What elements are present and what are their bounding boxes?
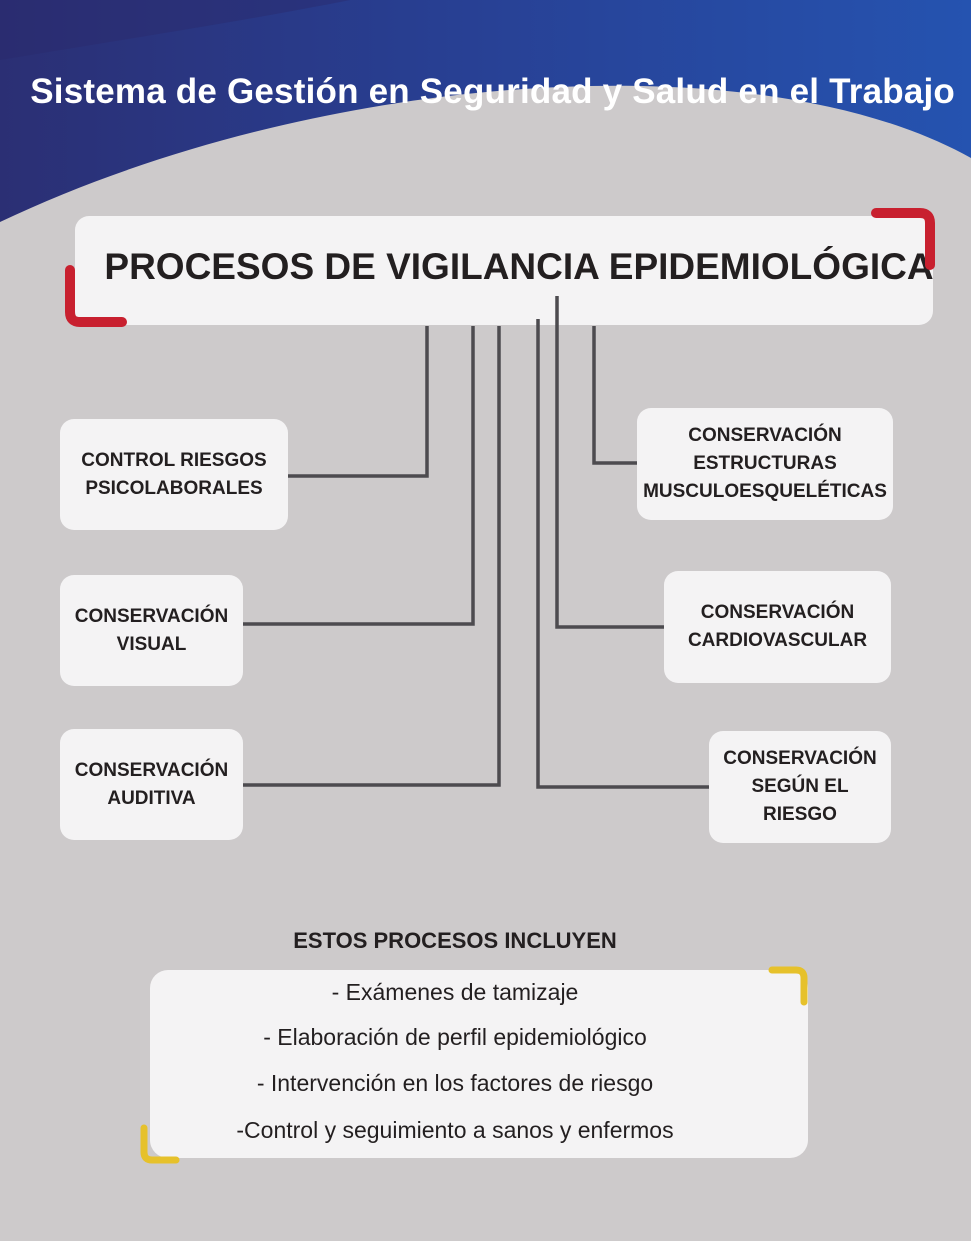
- gold-corner-bottom-left: [140, 1124, 180, 1164]
- connector-cardio: [555, 296, 664, 629]
- connector-psicolaborales: [288, 326, 429, 478]
- includes-box: [150, 970, 808, 1158]
- include-item: - Elaboración de perfil epidemiológico: [263, 1024, 647, 1050]
- header-band: [0, 0, 971, 222]
- header-title: Sistema de Gestión en Seguridad y Salud …: [30, 72, 955, 111]
- node-conservacion-auditiva: CONSERVACIÓN AUDITIVA: [60, 729, 243, 840]
- connector-riesgo: [536, 319, 709, 789]
- connector-musculo: [592, 326, 637, 465]
- gold-corner-top-right: [768, 966, 808, 1006]
- include-item: - Exámenes de tamizaje: [331, 979, 579, 1005]
- node-label: CONSERVACIÓN SEGÚN EL RIESGO: [723, 748, 877, 825]
- include-item: -Control y seguimiento a sanos y enfermo…: [236, 1117, 674, 1143]
- node-conservacion-visual: CONSERVACIÓN VISUAL: [60, 575, 243, 686]
- node-label: CONSERVACIÓN ESTRUCTURAS MUSCULOESQUELÉT…: [643, 425, 887, 502]
- node-conservacion-segun-riesgo: CONSERVACIÓN SEGÚN EL RIESGO: [709, 731, 891, 843]
- include-item: - Intervención en los factores de riesgo: [256, 1070, 654, 1096]
- connector-visual: [243, 326, 475, 626]
- main-title: PROCESOS DE VIGILANCIA EPIDEMIOLÓGICA: [104, 246, 934, 287]
- node-conservacion-cardiovascular: CONSERVACIÓN CARDIOVASCULAR: [664, 571, 891, 683]
- node-conservacion-musculoesqueleticas: CONSERVACIÓN ESTRUCTURAS MUSCULOESQUELÉT…: [637, 408, 893, 520]
- connector-auditiva: [243, 326, 501, 787]
- main-title-box: [75, 216, 933, 325]
- node-label: CONSERVACIÓN AUDITIVA: [74, 759, 229, 809]
- node-control-riesgos-psicolaborales: CONTROL RIESGOS PSICOLABORALES: [60, 419, 288, 530]
- connector-lines: [243, 296, 709, 789]
- node-label: CONSERVACIÓN VISUAL: [74, 605, 229, 655]
- includes-title: ESTOS PROCESOS INCLUYEN: [293, 928, 617, 953]
- red-corner-top-right: [871, 208, 935, 270]
- red-corner-bottom-left: [65, 265, 127, 327]
- node-label: CONTROL RIESGOS PSICOLABORALES: [81, 449, 267, 499]
- node-label: CONSERVACIÓN CARDIOVASCULAR: [687, 602, 868, 651]
